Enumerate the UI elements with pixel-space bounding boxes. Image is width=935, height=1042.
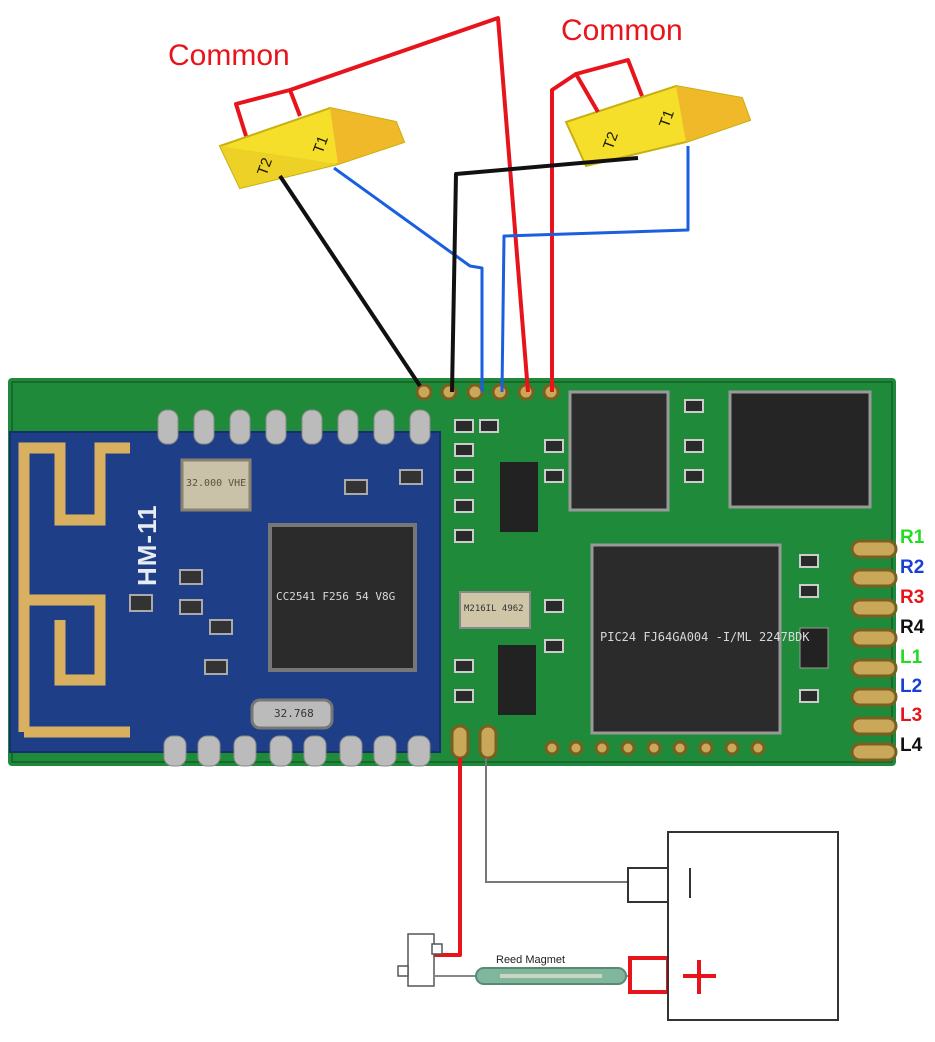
sot-chip-1 — [500, 462, 538, 532]
sot-chip-2 — [498, 645, 536, 715]
pin-label-r1: R1 — [900, 527, 925, 548]
crystal-label: 32.000 VHE — [186, 478, 247, 489]
reed-switch — [434, 967, 630, 985]
mcu-label: PIC24 FJ64GA004 -I/ML 2247BDK — [600, 630, 810, 644]
pin-label-l4: L4 — [900, 735, 923, 756]
grey-wire — [485, 758, 628, 883]
bt-chip — [268, 523, 417, 672]
pin-label-l2: L2 — [900, 676, 923, 697]
coil-1 — [218, 106, 406, 190]
module-bottom-pads — [163, 735, 431, 767]
crystal2-label: 32.768 — [274, 707, 314, 720]
blue-wires — [333, 146, 690, 393]
diode — [799, 627, 829, 669]
ic-upper-left — [568, 390, 670, 512]
battery — [627, 831, 839, 1021]
crystal-small — [250, 698, 334, 730]
crystal — [180, 458, 252, 512]
board-passives — [454, 399, 819, 703]
reed-label: Reed Magmet — [496, 954, 566, 966]
ic-upper-right — [728, 390, 872, 509]
mcu-chip — [590, 543, 782, 735]
small-ic-label: M216IL 4962 — [464, 604, 524, 614]
plus-connector — [628, 956, 670, 994]
supply-pad-2 — [478, 724, 498, 760]
coil-2 — [564, 84, 752, 168]
module-passives — [129, 469, 423, 675]
right-edge-pads — [850, 539, 898, 762]
bottom-pads — [544, 740, 766, 756]
antenna-trace — [18, 442, 130, 738]
module-top-pads — [157, 409, 431, 445]
coil-1-common-label: Common — [168, 39, 290, 72]
switch — [397, 933, 443, 987]
small-ic — [459, 591, 531, 629]
red-wires — [234, 16, 644, 957]
pin-label-r3: R3 — [900, 587, 925, 608]
supply-pad-1 — [450, 724, 470, 760]
pin-label-l1: L1 — [900, 647, 923, 668]
pin-label-r2: R2 — [900, 557, 925, 578]
black-wires — [278, 156, 639, 393]
coil-2-common-label: Common — [561, 14, 683, 47]
battery-plus-mark — [683, 960, 716, 994]
module-label: HM-11 — [132, 504, 162, 586]
pin-label-r4: R4 — [900, 617, 925, 638]
pin-label-l3: L3 — [900, 705, 923, 726]
bt-chip-label: CC2541 F256 54 V8G — [276, 590, 396, 603]
